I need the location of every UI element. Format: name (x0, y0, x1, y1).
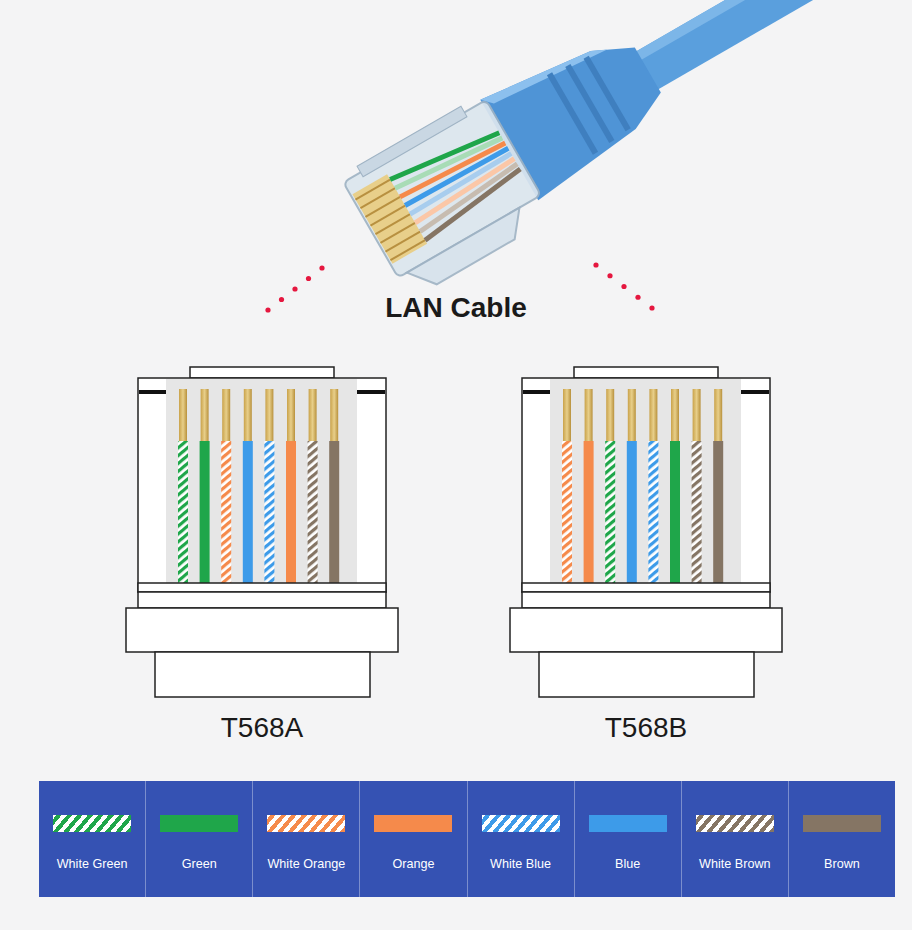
color-swatch (267, 815, 345, 832)
color-swatch (160, 815, 238, 832)
color-swatch (803, 815, 881, 832)
legend-text: Green (146, 857, 252, 871)
legend-entry: White Orange (252, 781, 359, 897)
legend-text: White Brown (682, 857, 788, 871)
legend-text: White Orange (253, 857, 359, 871)
legend-text: White Green (39, 857, 145, 871)
color-swatch (696, 815, 774, 832)
diagram-title: LAN Cable (385, 292, 527, 323)
color-swatch (589, 815, 667, 832)
legend-entry: Green (145, 781, 252, 897)
standard-label: T568A (221, 712, 304, 743)
legend-entry: Orange (359, 781, 466, 897)
rj45-pinout (510, 367, 782, 697)
legend-entry: Blue (574, 781, 681, 897)
rj45-pinout (126, 367, 398, 697)
legend-text: Blue (575, 857, 681, 871)
legend-text: White Blue (468, 857, 574, 871)
legend-text: Orange (360, 857, 466, 871)
legend-bar: White GreenGreenWhite OrangeOrangeWhite … (39, 781, 895, 897)
legend-entry: Brown (788, 781, 895, 897)
legend-entry: White Green (39, 781, 145, 897)
legend-text: Brown (789, 857, 895, 871)
color-swatch (374, 815, 452, 832)
rj45-plug (340, 0, 912, 299)
legend-entry: White Brown (681, 781, 788, 897)
color-swatch (482, 815, 560, 832)
color-swatch (53, 815, 131, 832)
legend-entry: White Blue (467, 781, 574, 897)
standard-label: T568B (605, 712, 688, 743)
